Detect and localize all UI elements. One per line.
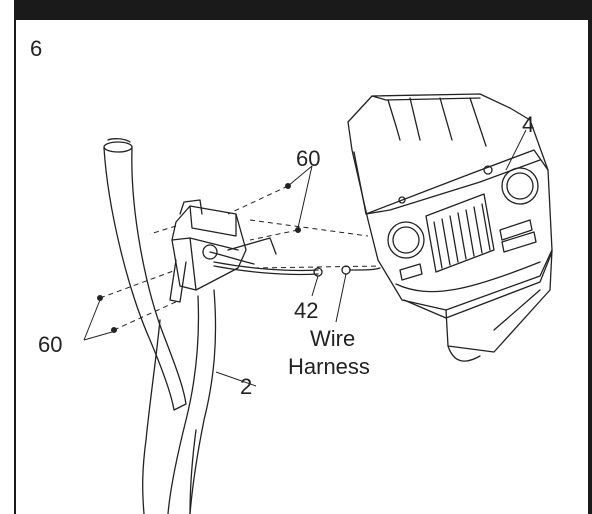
frame-top-border: [0, 0, 592, 20]
callout-screws-lower: 60: [38, 332, 62, 357]
callout-upright: 2: [240, 374, 252, 399]
step-number: 6: [30, 36, 42, 61]
screw-lower-1: [97, 295, 103, 301]
callout-console: 4: [522, 112, 534, 137]
frame-right-border: [588, 0, 592, 514]
handlebar-tube-front: [103, 138, 187, 411]
screw-upper-2: [295, 227, 301, 233]
console-body: [347, 93, 553, 362]
screw-lower-2: [111, 327, 117, 333]
alignment-lines: [99, 185, 381, 331]
callout-wire-line2: Harness: [288, 354, 370, 379]
leader-lines: [83, 129, 527, 387]
frame-left-border: [0, 0, 16, 514]
upright-tube: [142, 289, 217, 514]
callout-connector: 42: [294, 298, 318, 323]
wire-harness: [213, 261, 381, 277]
callout-screws-upper: 60: [296, 146, 320, 171]
callout-wire-line1: Wire: [310, 326, 355, 351]
console-bracket: [169, 199, 277, 303]
